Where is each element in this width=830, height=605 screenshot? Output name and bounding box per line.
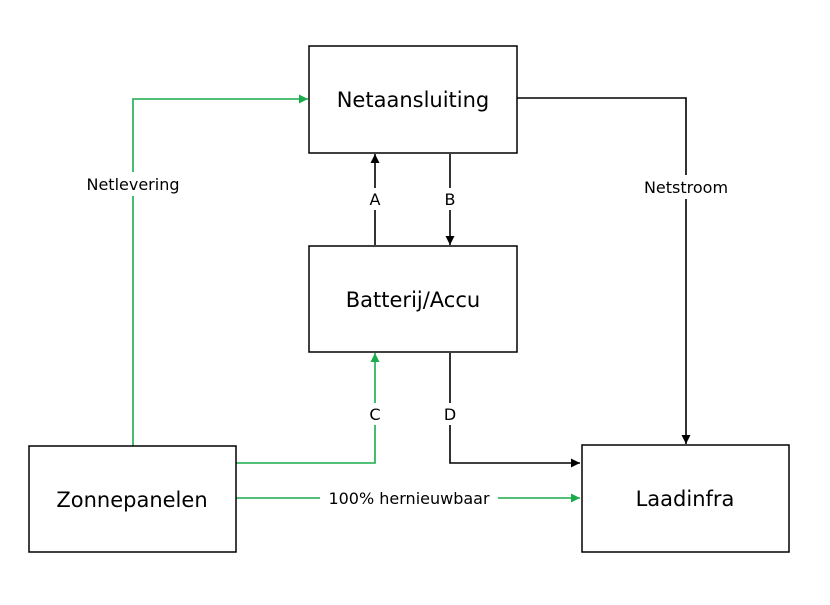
- node-batterij-label: Batterij/Accu: [346, 288, 480, 312]
- label-bg-d: [441, 403, 459, 425]
- label-netlevering: Netlevering: [86, 175, 179, 194]
- node-zonnepanelen: Zonnepanelen: [28, 445, 237, 553]
- node-laadinfra: Laadinfra: [581, 444, 790, 553]
- label-netstroom: Netstroom: [644, 178, 728, 197]
- label-bg-netlevering: [81, 172, 185, 196]
- node-netaansluiting: Netaansluiting: [308, 45, 518, 154]
- label-a: A: [370, 190, 381, 209]
- label-bg-c: [366, 403, 384, 425]
- label-bg-a: [366, 188, 384, 210]
- node-batterij: Batterij/Accu: [308, 245, 518, 353]
- label-b: B: [445, 190, 456, 209]
- label-hernieuwbaar: 100% hernieuwbaar: [328, 489, 490, 508]
- edge-d: [449, 353, 580, 468]
- edge-netlevering: [132, 94, 308, 446]
- edge-c: [236, 353, 380, 464]
- node-laadinfra-label: Laadinfra: [636, 487, 735, 511]
- edge-netstroom: [517, 97, 691, 444]
- node-zonnepanelen-label: Zonnepanelen: [56, 488, 207, 512]
- label-c: C: [369, 405, 380, 424]
- label-bg-hernieuwbaar: [320, 486, 498, 510]
- node-netaansluiting-label: Netaansluiting: [337, 88, 490, 112]
- label-d: D: [444, 405, 456, 424]
- label-bg-b: [441, 188, 459, 210]
- label-bg-netstroom: [636, 175, 736, 199]
